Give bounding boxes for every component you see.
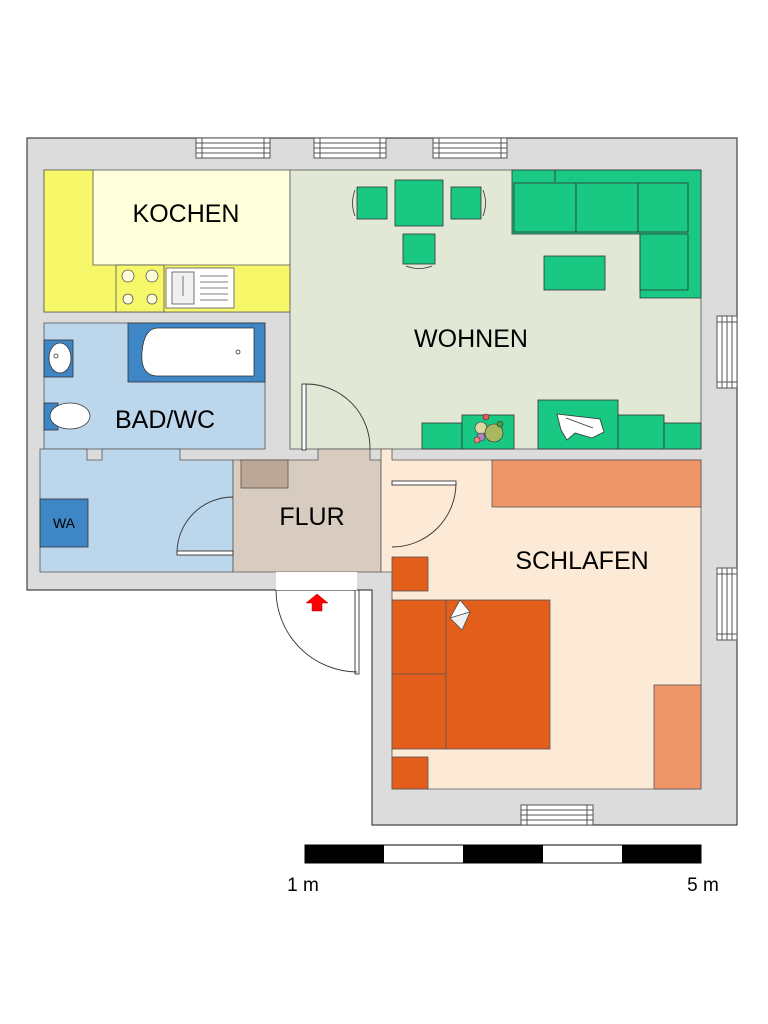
- hallway: FLUR: [232, 448, 382, 573]
- nightstand-bottom: [391, 756, 429, 790]
- sofa: [511, 169, 702, 299]
- kitchen: KOCHEN: [43, 169, 291, 313]
- bath-label: BAD/WC: [115, 406, 215, 434]
- stove-icon: [115, 264, 165, 313]
- sink-icon: [165, 267, 235, 309]
- dining-set: [352, 179, 486, 269]
- doors: [176, 383, 457, 675]
- windows: [195, 137, 738, 826]
- scale-bar: 1 m 5 m: [287, 844, 719, 896]
- door-living: [301, 383, 371, 451]
- scale-label-left: 1 m: [287, 875, 319, 896]
- entry-arrow-icon: [305, 593, 329, 612]
- bed-icon: [391, 599, 551, 750]
- living-room: WOHNEN: [289, 169, 702, 450]
- tv-icon: [556, 413, 605, 441]
- hall-label: FLUR: [279, 503, 344, 531]
- kitchen-label: KOCHEN: [133, 200, 240, 228]
- bedroom-wardrobe: [491, 459, 702, 508]
- bedroom: SCHLAFEN: [380, 448, 702, 790]
- bedroom-label: SCHLAFEN: [515, 547, 648, 575]
- coffee-table: [543, 255, 606, 291]
- window-bottom-bedroom: [520, 804, 594, 826]
- toilet-icon: [43, 402, 91, 431]
- window-top-1: [195, 137, 271, 159]
- window-right-bedroom: [716, 567, 738, 641]
- washbasin-icon: [43, 339, 74, 378]
- hall-wardrobe: [240, 459, 289, 489]
- window-top-2: [313, 137, 387, 159]
- entrance-opening: [276, 572, 357, 590]
- living-label: WOHNEN: [414, 325, 528, 353]
- washer-label: WA: [53, 515, 76, 531]
- window-top-3: [432, 137, 508, 159]
- washing-machine: WA: [39, 498, 89, 548]
- nightstand-top: [391, 556, 429, 592]
- bedroom-dresser: [653, 684, 702, 790]
- scale-label-right: 5 m: [687, 875, 719, 896]
- window-right-living: [716, 315, 738, 389]
- door-bedroom: [391, 480, 457, 548]
- door-bath: [176, 496, 234, 556]
- bathtub-icon: [127, 322, 266, 383]
- bathroom: WA BAD/WC: [39, 322, 266, 573]
- plant-icon: [473, 413, 504, 444]
